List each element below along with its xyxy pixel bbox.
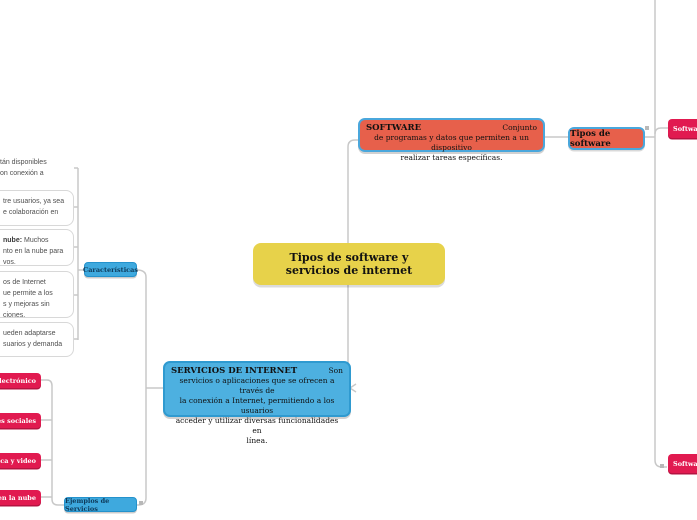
software-node-text: realizar tareas específicas. [400,153,503,162]
caracteristica-text: os de Internet [3,279,46,286]
edge-bracket-software-top [654,127,668,135]
caracteristicas-label: Características [83,265,138,274]
ejemplo-redes-node[interactable]: des sociales [0,413,41,428]
caracteristica-item-2[interactable]: tre usuarios, ya sea e colaboración en [0,190,74,226]
servicios-node-text: línea. [246,436,268,445]
caracteristica-text: vos. [3,259,16,266]
caracteristica-text-bold: nube: [3,237,23,244]
left-main-bracket [136,269,147,506]
software-type-label: Software [673,124,697,133]
ejemplo-label: electrónico [0,376,36,385]
software-node[interactable]: SOFTWARE Conjunto de programas y datos q… [358,118,545,162]
caracteristica-text: ueden adaptarse [3,330,56,337]
caracteristica-text: ue permite a los [3,290,53,297]
ejemplo-label: sica y video [0,456,36,465]
ejemplo-label: o en la nube [0,493,36,502]
caracteristica-text: tre usuarios, ya sea [3,198,65,205]
software-type-label: Software [673,459,697,468]
edge-center-software [347,139,358,243]
tipos-de-software-node[interactable]: Tipos de software [568,127,645,150]
caracteristicas-bracket [74,167,85,340]
servicios-node-text: la conexión a Internet, permitiendo a lo… [179,396,335,415]
software-type-bottom-node[interactable]: Software [668,454,697,473]
tipos-de-software-label: Tipos de software [570,128,611,149]
caracteristicas-node[interactable]: Características [83,262,138,277]
ejemplos-de-servicios-node[interactable]: Ejemplos de Servicios [64,496,137,513]
software-node-text: de programas y datos que permiten a un d… [374,133,529,152]
central-topic-title: Tipos de software y servicios de interne… [285,251,413,277]
servicios-node-firstword: Son [328,366,343,375]
ejemplo-correo-node[interactable]: electrónico [0,373,41,388]
ejemplo-label: des sociales [0,416,36,425]
software-node-firstword: Conjunto [502,123,537,132]
central-topic-node[interactable]: Tipos de software y servicios de interne… [253,243,445,285]
connector-handle [645,126,649,130]
caracteristica-text: suarios y demanda [3,341,63,348]
servicios-node-text: servicios o aplicaciones que se ofrecen … [179,376,335,395]
caracteristica-text: nto en la nube para [3,248,64,255]
caracteristica-text: tán disponibles [0,159,47,166]
software-type-top-node[interactable]: Software [668,119,697,138]
caracteristica-text: s y mejoras sin [3,301,50,308]
caracteristica-text: ciones. [3,312,26,319]
caracteristica-text: Muchos [22,237,49,244]
software-node-title: SOFTWARE [366,123,422,133]
caracteristica-item-4[interactable]: os de Internet ue permite a los s y mejo… [0,271,74,319]
servicios-node-title: SERVICIOS DE INTERNET [171,366,298,376]
servicios-node-text: acceder y utilizar diversas funcionalida… [175,416,339,435]
connector-handle [139,501,143,505]
ejemplos-bracket [41,379,64,506]
right-bracket-line [654,0,667,468]
ejemplo-nube-node[interactable]: o en la nube [0,490,41,505]
ejemplos-de-servicios-label: Ejemplos de Servicios [65,496,110,513]
caracteristica-item-1[interactable]: tán disponibles on conexión a [0,157,62,179]
caracteristica-item-3[interactable]: nube: Muchos nto en la nube para vos. [0,229,74,266]
caracteristica-item-5[interactable]: ueden adaptarse suarios y demanda [0,322,74,357]
caracteristica-text: on conexión a [0,170,44,177]
connector-handle [660,464,664,468]
ejemplo-musica-video-node[interactable]: sica y video [0,453,41,468]
caracteristica-text: e colaboración en [3,209,59,216]
servicios-internet-node[interactable]: SERVICIOS DE INTERNET Son servicios o ap… [163,361,351,445]
